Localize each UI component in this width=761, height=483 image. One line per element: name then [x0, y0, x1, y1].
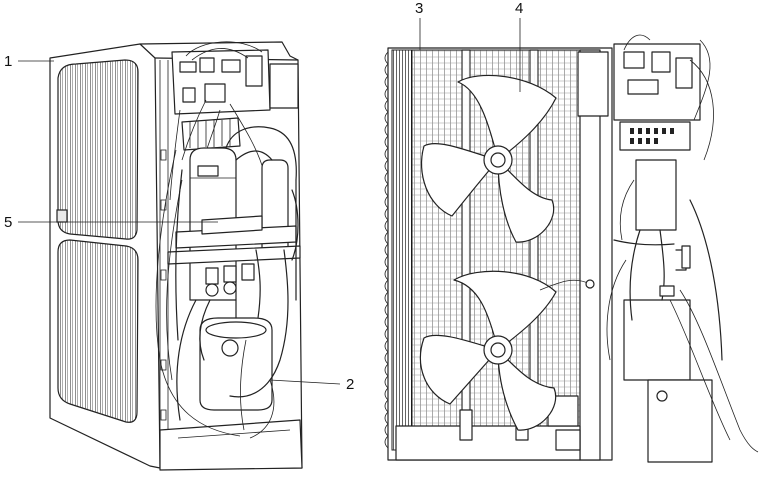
- lower-fan: [419, 270, 557, 431]
- compressor-right: [623, 299, 691, 381]
- upper-grille: [57, 59, 139, 240]
- capacitor-box: [269, 63, 299, 109]
- pcb-board: [619, 121, 691, 151]
- panel-tab: [56, 209, 68, 223]
- callout-1: 1: [4, 53, 13, 70]
- callout-2: 2: [346, 376, 355, 393]
- upper-fan: [420, 74, 557, 243]
- lower-grille: [57, 239, 139, 423]
- right-unit: [384, 34, 759, 463]
- service-valves: [205, 263, 255, 297]
- callout-4: 4: [515, 0, 524, 17]
- callout-5: 5: [4, 214, 13, 231]
- condenser-coil-edge: [391, 49, 413, 451]
- base-block: [647, 379, 713, 463]
- leader-lines-left: [18, 60, 341, 385]
- left-unit: [49, 41, 303, 471]
- callout-3: 3: [415, 0, 424, 17]
- terminal-block: [181, 117, 241, 151]
- leader-lines-right: [419, 18, 521, 92]
- receiver-tank: [199, 317, 273, 411]
